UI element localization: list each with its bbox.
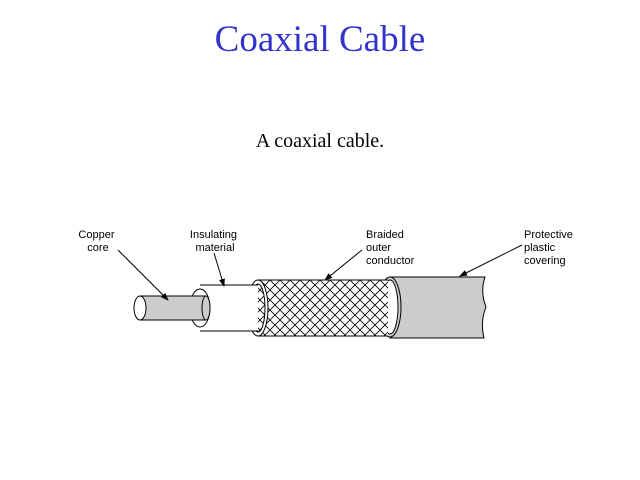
label-braided-outer-conductor: Braided outer conductor: [366, 229, 415, 267]
outer-covering: [378, 276, 487, 339]
label-insulating-material: Insulating material: [190, 229, 240, 254]
label-protective-plastic-covering: Protective plastic covering: [524, 229, 576, 267]
pointer-arrows: [117, 244, 523, 301]
copper-core: [133, 295, 211, 321]
slide-subtitle: A coaxial cable.: [255, 130, 385, 152]
slide-title: Coaxial Cable: [214, 19, 426, 60]
braided-conductor: [247, 279, 388, 337]
label-copper-core: Copper core: [78, 229, 117, 254]
